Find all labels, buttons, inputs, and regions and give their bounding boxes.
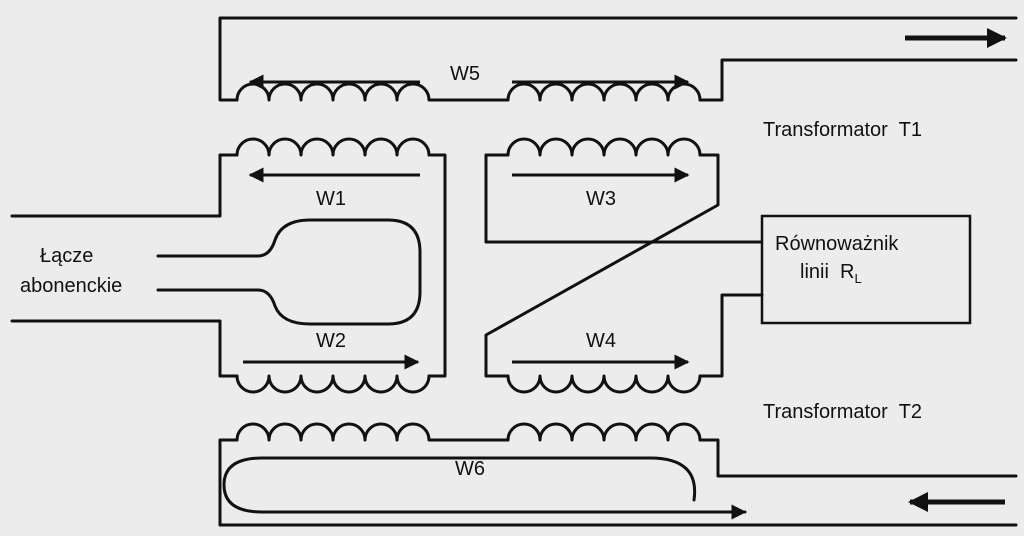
w6-coil-left [235,422,431,442]
w6-coil-right [506,422,702,442]
w2-coil [235,374,431,394]
line-balancer-box [760,214,972,325]
w6-right-wire [698,438,1018,478]
w1-coil [235,137,431,157]
w4-coil [506,374,702,394]
balancer-lower-wire [698,293,764,378]
w6-outer-wire [218,438,1018,527]
w2-left-wire [10,319,239,378]
balancer-label-1: Równoważnik [775,233,899,255]
w5-right-wire [698,58,1018,102]
w5-label: W5 [450,63,480,85]
w1-right-wire [427,153,447,378]
w3-right-wire [484,153,720,378]
w3-left-wire [484,153,764,244]
w3-label: W3 [586,188,616,210]
w5-coil-right [506,82,702,102]
w3-coil [506,137,702,157]
transformer-t1-label: Transformator T1 [763,119,922,141]
subscriber-line-label-1: Łącze [40,245,93,267]
balancer-label-subscript: L [854,271,861,286]
subscriber-line-loop [156,218,422,326]
w6-loop-arrow [222,456,747,520]
w4-label: W4 [586,330,616,352]
w5-coil-left [235,82,431,102]
w5-outer-loop-wire [218,16,1018,102]
balancer-label-2-main: linii R [800,261,854,283]
w1-label: W1 [316,188,346,210]
w1-left-wire [10,153,239,218]
w2-label: W2 [316,330,346,352]
balancer-label-2: linii RL [800,261,862,286]
subscriber-line-label-2: abonenckie [20,275,122,297]
transformer-t2-label: Transformator T2 [763,401,922,423]
w6-label: W6 [455,458,485,480]
